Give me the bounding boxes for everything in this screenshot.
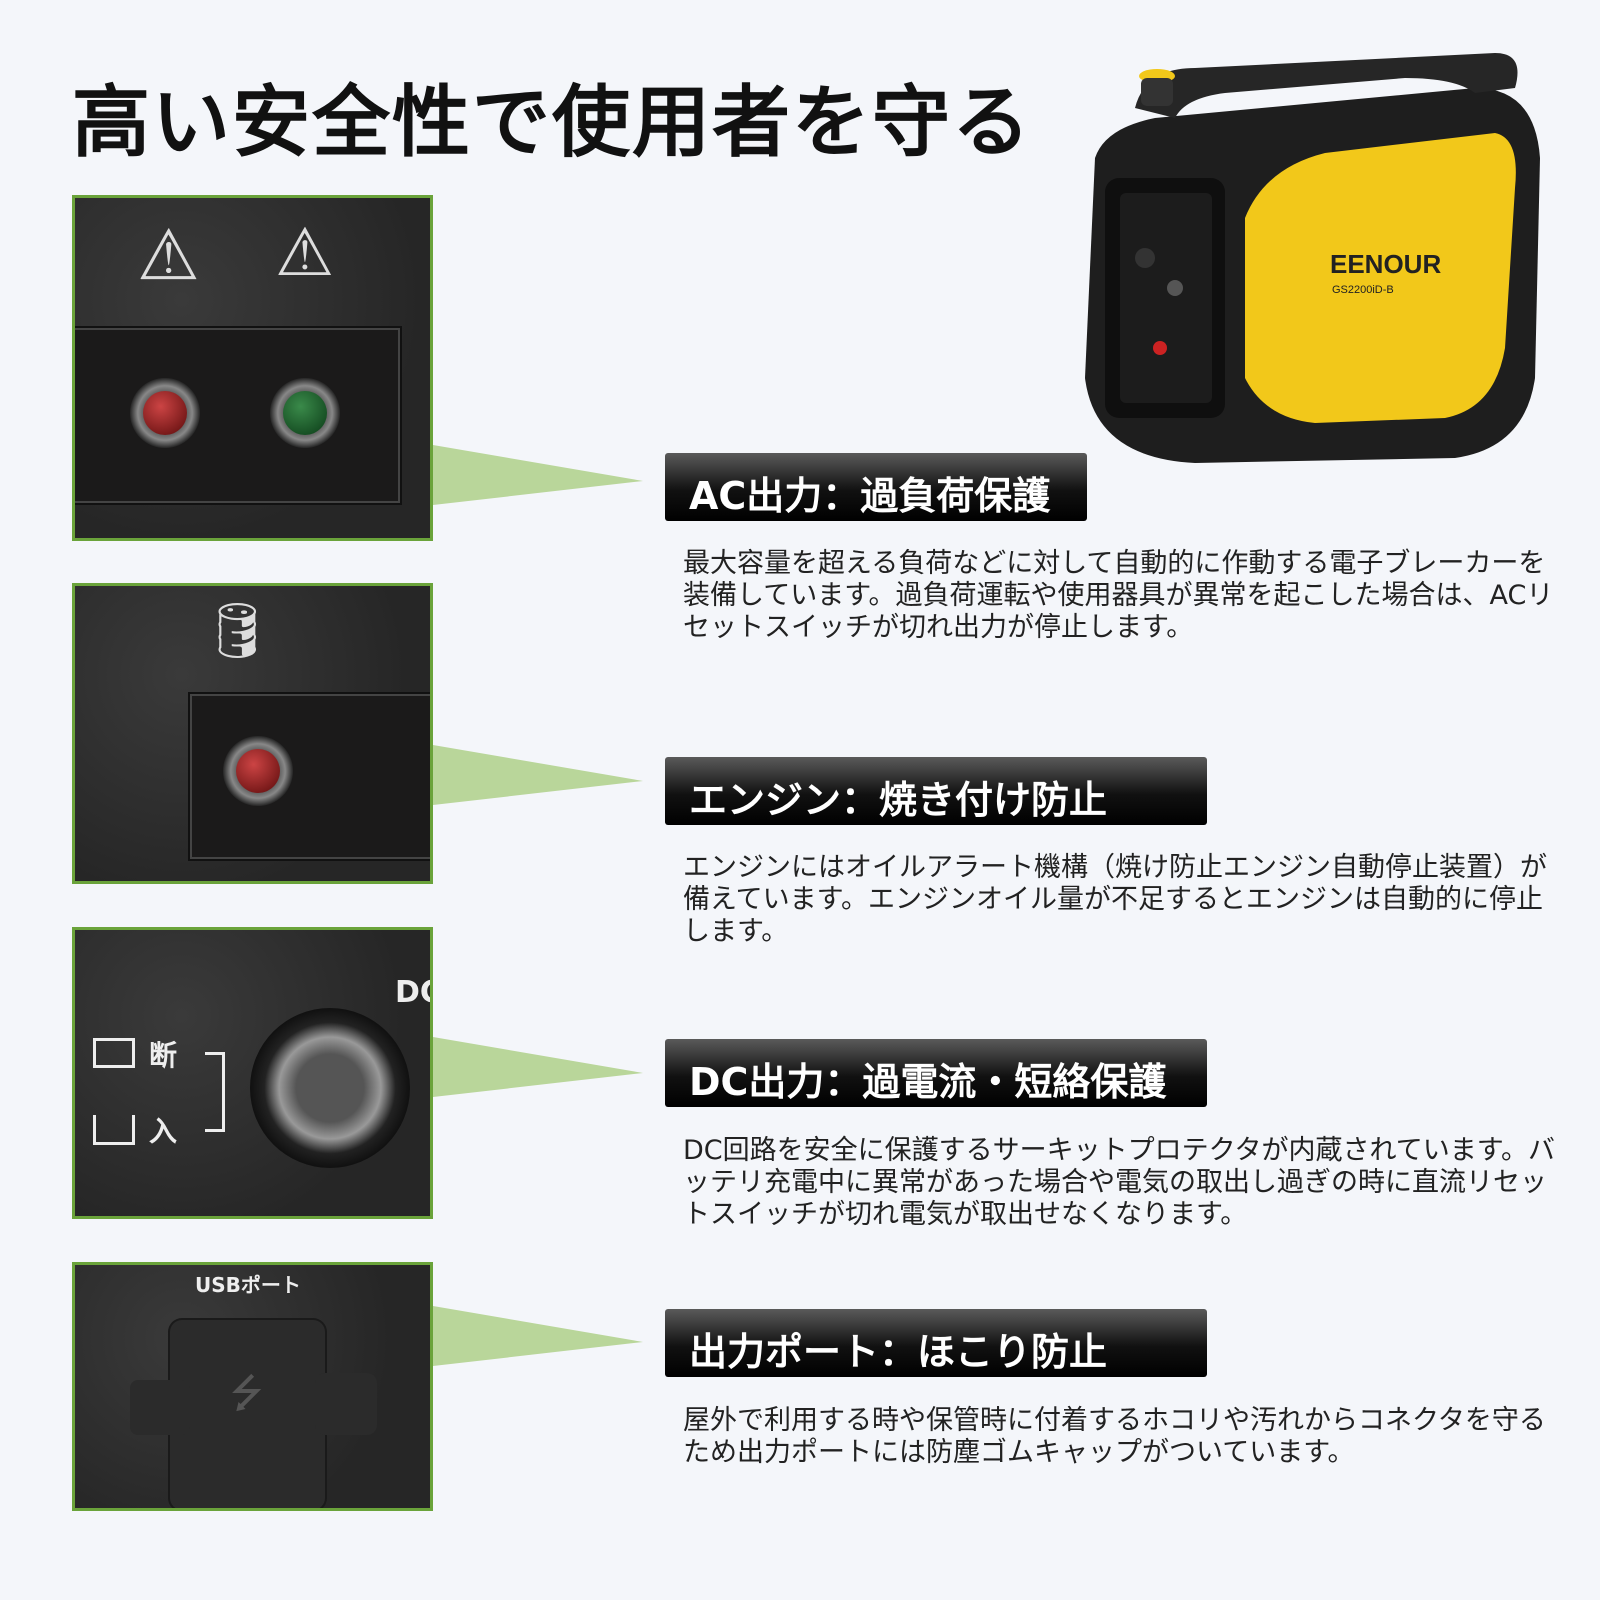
pointer-wedge [433, 745, 643, 805]
model-label: GS2200iD-B [1332, 284, 1394, 296]
pointer-wedge [433, 1037, 643, 1097]
oil-alert-photo: 🛢 [72, 583, 433, 884]
electric-hazard-icon: ⚠ [275, 214, 335, 291]
dc-reset-button [250, 1008, 410, 1168]
red-led-icon [130, 378, 200, 448]
usb-cap-photo: USBポート ⭍ [72, 1262, 433, 1511]
on-symbol-icon [93, 1115, 135, 1145]
generator-product-image: EENOUR GS2200iD-B [1075, 48, 1545, 468]
page-title: 高い安全性で使用者を守る [72, 78, 1033, 168]
dust-cap [170, 1320, 325, 1508]
section-heading: DC出力：過電流・短絡保護 [665, 1039, 1207, 1107]
section-heading: AC出力：過負荷保護 [665, 453, 1087, 521]
usb-icon: ⭍ [230, 1371, 264, 1417]
dc-breaker-photo: DC 断 入 [72, 927, 433, 1219]
off-label: 断 [149, 1039, 178, 1072]
section-heading: エンジン：焼き付け防止 [665, 757, 1207, 825]
dc-label: DC [395, 975, 430, 1010]
green-led-icon [270, 378, 340, 448]
red-led-icon [223, 736, 293, 806]
section-text: 最大容量を超える負荷などに対して自動的に作動する電子ブレーカーを装備しています。… [683, 548, 1554, 643]
oil-can-icon: 🛢 [203, 599, 272, 662]
section-heading: 出力ポート：ほこり防止 [665, 1309, 1207, 1377]
off-symbol-icon [93, 1038, 135, 1068]
section-text: 屋外で利用する時や保管時に付着するホコリや汚れからコネクタを守るため出力ポートに… [683, 1405, 1546, 1468]
usb-port-label: USBポート [195, 1273, 301, 1297]
ac-indicator-photo: ⚠ ⚠ [72, 195, 433, 541]
section-text: DC回路を安全に保護するサーキットプロテクタが内蔵されています。バッテリ充電中に… [683, 1135, 1556, 1230]
pointer-wedge [433, 445, 643, 505]
pointer-wedge [433, 1306, 643, 1366]
warning-icon: ⚠ [137, 214, 200, 296]
brand-logo: EENOUR [1330, 249, 1441, 279]
section-text: エンジンにはオイルアラート機構（焼け防止エンジン自動停止装置）が備えています。エ… [683, 852, 1547, 947]
on-label: 入 [149, 1115, 178, 1148]
